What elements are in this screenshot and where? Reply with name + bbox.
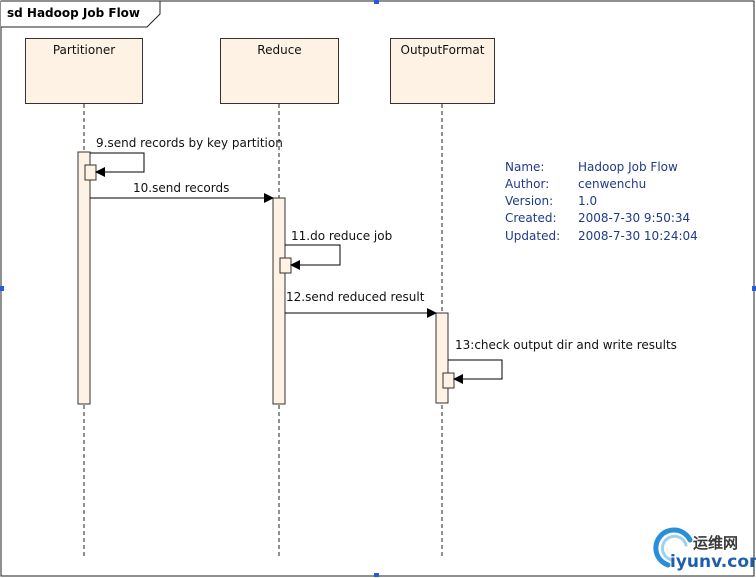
message-11-arrow[interactable] [285,244,341,270]
meta-created-value: 2008-7-30 9:50:34 [578,211,691,225]
handle-right[interactable] [752,286,756,291]
lifeline-outputformat[interactable]: OutputFormat [390,38,495,104]
watermark-text-cn: 运维网 [693,534,739,552]
message-9-arrow[interactable] [90,152,145,177]
handle-top[interactable] [374,0,379,4]
lifeline-partitioner-label: Partitioner [52,43,116,57]
meta-author-value: cenwenchu [578,177,647,191]
meta-version-label: Version: [505,194,554,208]
meta-created-label: Created: [505,211,557,225]
meta-author-label: Author: [505,177,550,191]
meta-version-value: 1.0 [578,194,598,208]
watermark-text-domain: iyunv.com [670,552,756,572]
self-activation-11[interactable] [279,257,292,274]
meta-name-value: Hadoop Job Flow [578,160,678,174]
message-9-label: 9.send records by key partition [96,136,283,150]
handle-bottom[interactable] [374,573,379,577]
lifeline-outputformat-label: OutputFormat [400,43,485,57]
watermark-logo-icon [653,527,693,568]
self-activation-9[interactable] [84,164,97,181]
message-13-arrow[interactable] [448,359,503,384]
activation-outputformat[interactable] [435,312,449,404]
message-11-label: 11.do reduce job [291,229,393,243]
message-10-label: 10.send records [133,181,230,195]
message-13-label: 13:check output dir and write results [455,338,677,352]
handle-left[interactable] [0,286,4,291]
message-12-label: 12.send reduced result [286,290,425,304]
frame-title-tab [1,0,161,28]
frame-title: sd Hadoop Job Flow [7,6,141,20]
meta-updated-value: 2008-7-30 10:24:04 [578,229,698,243]
self-activation-13[interactable] [442,372,455,389]
activation-partitioner[interactable] [77,151,91,405]
lifeline-partitioner[interactable]: Partitioner [25,38,143,104]
lifeline-reduce[interactable]: Reduce [220,38,339,104]
activation-reduce[interactable] [272,197,286,405]
lifeline-reduce-label: Reduce [257,43,302,57]
meta-updated-label: Updated: [505,229,561,243]
meta-name-label: Name: [505,160,545,174]
